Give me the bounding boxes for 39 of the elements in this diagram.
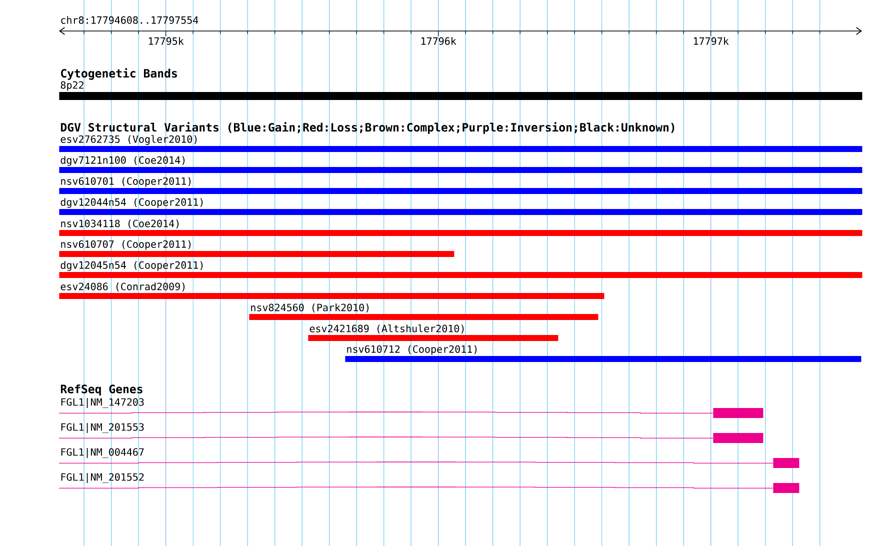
variant-bar: esv2762735 (Vogler2010) <box>59 135 862 152</box>
node-label: FGL1|NM_004467 <box>61 448 144 458</box>
node-label: dgv12045n54 (Cooper2011) <box>60 261 203 271</box>
axis-tick-label: 17795k <box>148 37 184 45</box>
node-label: esv24086 (Conrad2009) <box>60 282 185 292</box>
axis-tick-label: 17796k <box>421 37 456 45</box>
node-label: FGL1|NM_201552 <box>61 472 144 483</box>
track-title: DGV Structural Variants (Blue:Gain;Red:Loss;Brown:Complex;Purple:Inversion;Black:Unknown) <box>60 122 674 134</box>
node-label: esv2421689 (Altshuler2010) <box>310 324 464 334</box>
variant-bar: dgv7121n100 (Coe2014) <box>59 156 862 173</box>
track-title: Cytogenetic Bands <box>61 68 177 80</box>
node-label: nsv824560 (Park2010) <box>251 304 369 312</box>
cytoband-bar: 8p22 <box>59 81 862 100</box>
node-label: nsv610707 (Cooper2011) <box>61 240 191 250</box>
node-label: dgv12044n54 (Cooper2011) <box>60 198 203 208</box>
node-label: nsv610712 (Cooper2011) <box>347 345 477 355</box>
node-label: 8p22 <box>60 81 84 91</box>
node-label: nsv610701 (Cooper2011) <box>61 177 191 187</box>
variant-bar: nsv610701 (Cooper2011) <box>59 177 862 194</box>
gene-model: FGL1|NM_201553 <box>58 423 764 443</box>
variant-bar: esv24086 (Conrad2009) <box>59 282 604 299</box>
node-label: esv2762735 (Vogler2010) <box>60 135 197 145</box>
variant-bar: nsv824560 (Park2010) <box>249 304 598 320</box>
node-label: dgv7121n100 (Coe2014) <box>60 156 185 166</box>
node-label: FGL1|NM_147203 <box>61 398 144 408</box>
gene-model: FGL1|NM_147203 <box>58 398 764 418</box>
variant-bar: nsv610707 (Cooper2011) <box>59 240 454 257</box>
variant-bar: dgv12045n54 (Cooper2011) <box>59 261 862 278</box>
node-label: nsv1034118 (Coe2014) <box>61 220 179 228</box>
track-title: RefSeq Genes <box>60 384 142 396</box>
coordinate-label: chr8:17794608..17797554 <box>61 16 198 24</box>
node-label: FGL1|NM_201553 <box>61 422 144 433</box>
gene-model: FGL1|NM_201552 <box>58 473 800 493</box>
variant-bar: dgv12044n54 (Cooper2011) <box>59 198 862 215</box>
variant-bar: esv2421689 (Altshuler2010) <box>308 324 558 341</box>
axis-tick-label: 17797k <box>694 37 729 45</box>
variant-bar: nsv610712 (Cooper2011) <box>345 345 862 362</box>
variant-bar: nsv1034118 (Coe2014) <box>59 220 862 236</box>
gene-model: FGL1|NM_004467 <box>58 448 800 468</box>
